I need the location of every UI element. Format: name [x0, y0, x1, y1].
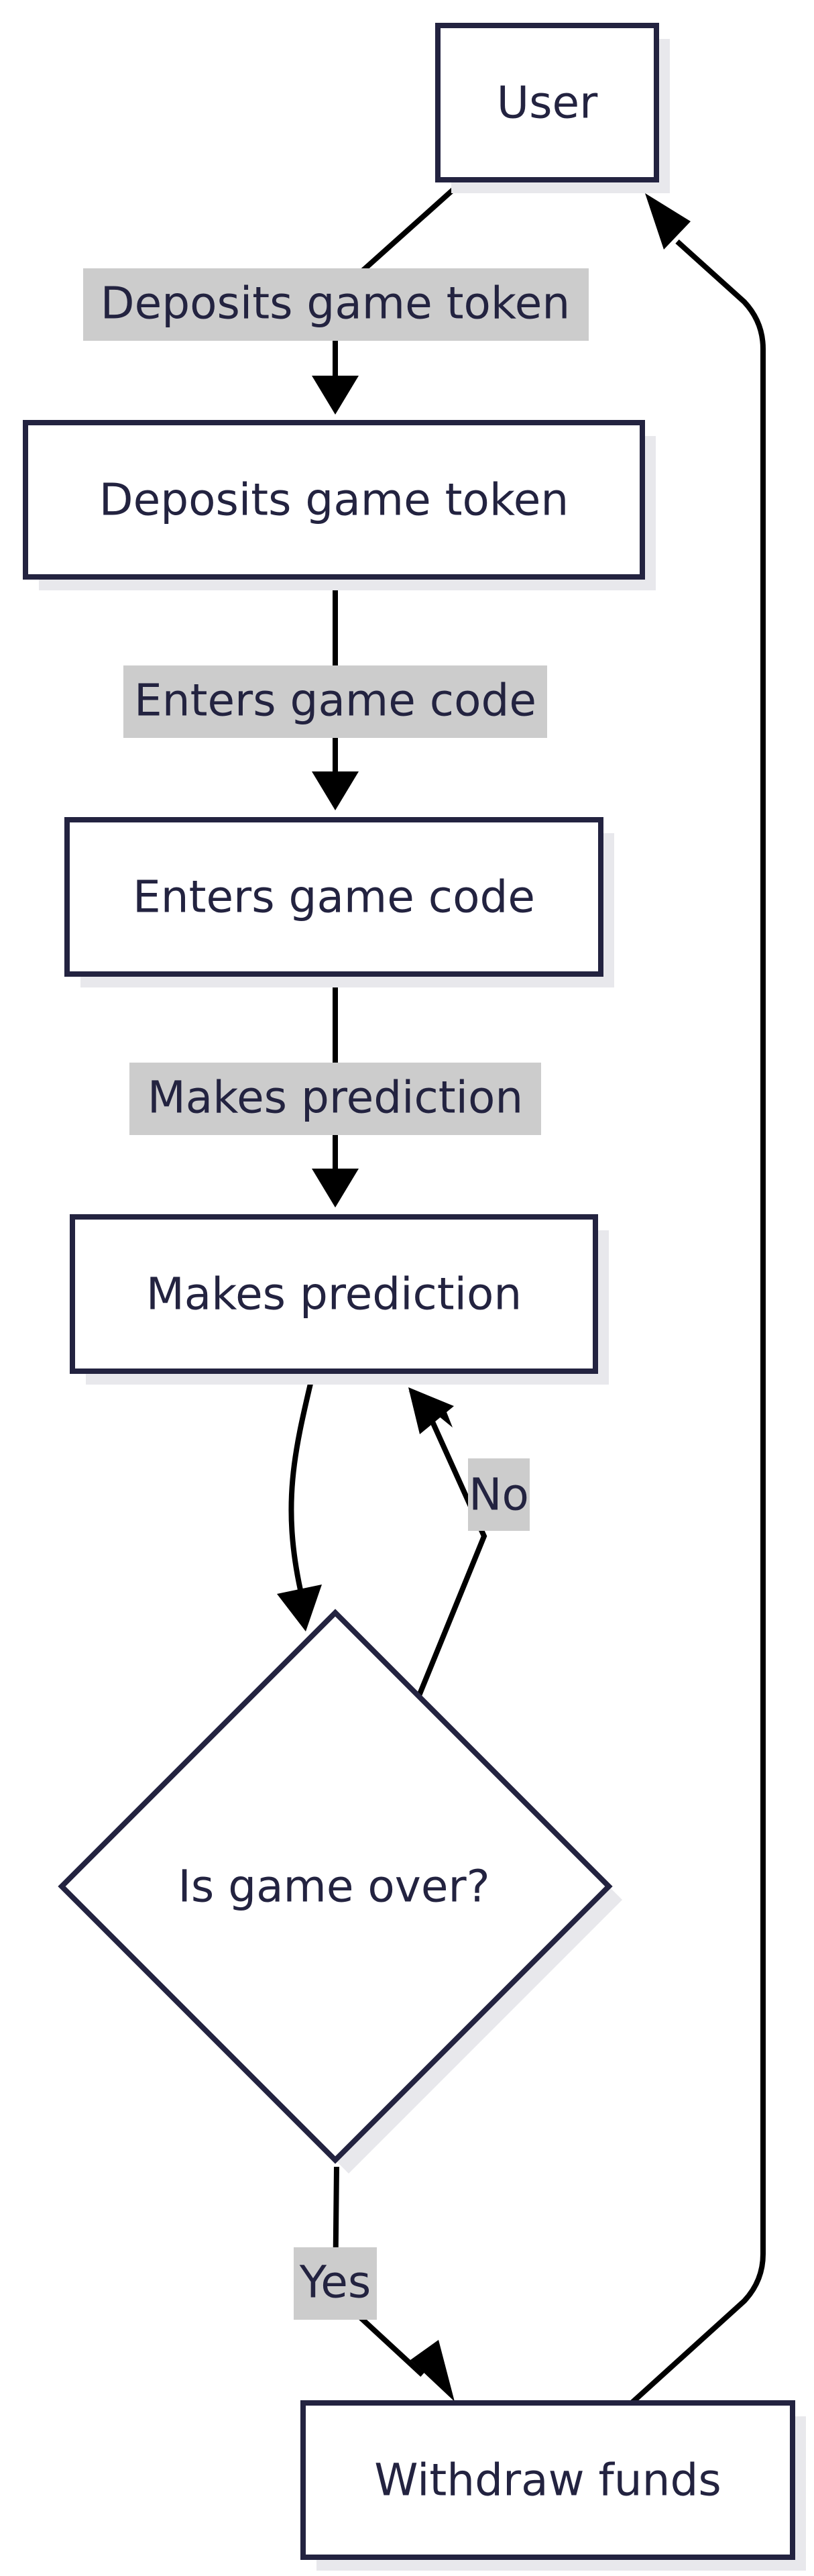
- node-box: [70, 1214, 598, 1374]
- edge-label-background: [129, 1063, 541, 1135]
- edge-label-yes: Yes: [294, 2247, 377, 2320]
- arrowhead: [410, 2340, 455, 2402]
- edge-label-background: [123, 665, 547, 738]
- edge-withdraw-to-user: [630, 193, 766, 2405]
- arrowhead: [312, 376, 359, 415]
- node-box: [435, 23, 659, 182]
- edge-label-text: No: [469, 1469, 529, 1521]
- node-label: Deposits game token: [99, 474, 569, 526]
- edge-label-enters-code: Enters game code: [123, 665, 547, 738]
- edge-line: [288, 1375, 315, 1591]
- arrowhead: [645, 193, 691, 250]
- node-makes-prediction[interactable]: Makes prediction: [70, 1214, 609, 1385]
- node-enters-game-code[interactable]: Enters game code: [64, 817, 614, 987]
- edge-label-text: Enters game code: [134, 675, 536, 727]
- arrowhead: [312, 1169, 359, 1208]
- edge-label-text: Yes: [299, 2257, 371, 2308]
- node-label: Makes prediction: [146, 1269, 522, 1320]
- node-box: [300, 2400, 795, 2560]
- edge-label-background: [468, 1458, 530, 1531]
- edge-label-no: No: [468, 1458, 530, 1531]
- edge-label-background: [83, 268, 589, 341]
- arrowhead: [408, 1387, 454, 1434]
- edge-label-text: Makes prediction: [148, 1072, 523, 1124]
- node-withdraw-funds[interactable]: Withdraw funds: [300, 2400, 806, 2571]
- edge-line: [414, 1417, 487, 1702]
- edge-label-makes-prediction: Makes prediction: [129, 1063, 541, 1135]
- edge-line: [630, 239, 766, 2405]
- edge-predict-to-gameover: [277, 1375, 322, 1631]
- edge-labels: Deposits game token Enters game code Mak…: [83, 268, 589, 2320]
- node-user[interactable]: User: [435, 23, 670, 193]
- node-label: Is game over?: [178, 1861, 489, 1913]
- arrowhead: [312, 771, 359, 810]
- edge-gameover-to-predict: [408, 1387, 487, 1702]
- arrowhead: [277, 1585, 322, 1631]
- node-label: Enters game code: [133, 871, 535, 923]
- edge-label-deposits: Deposits game token: [83, 268, 589, 341]
- node-box: [23, 420, 645, 580]
- node-label: User: [497, 77, 598, 129]
- node-deposits-game-token[interactable]: Deposits game token: [23, 420, 656, 590]
- edge-label-background: [294, 2247, 377, 2320]
- node-box: [64, 817, 603, 977]
- node-label: Withdraw funds: [374, 2455, 721, 2506]
- edge-label-text: Deposits game token: [101, 278, 570, 329]
- edges: [277, 179, 766, 2405]
- node-is-game-over[interactable]: Is game over?: [58, 1609, 622, 2174]
- nodes: User Deposits game token Enters game cod…: [23, 23, 806, 2571]
- node-diamond: [58, 1609, 613, 2164]
